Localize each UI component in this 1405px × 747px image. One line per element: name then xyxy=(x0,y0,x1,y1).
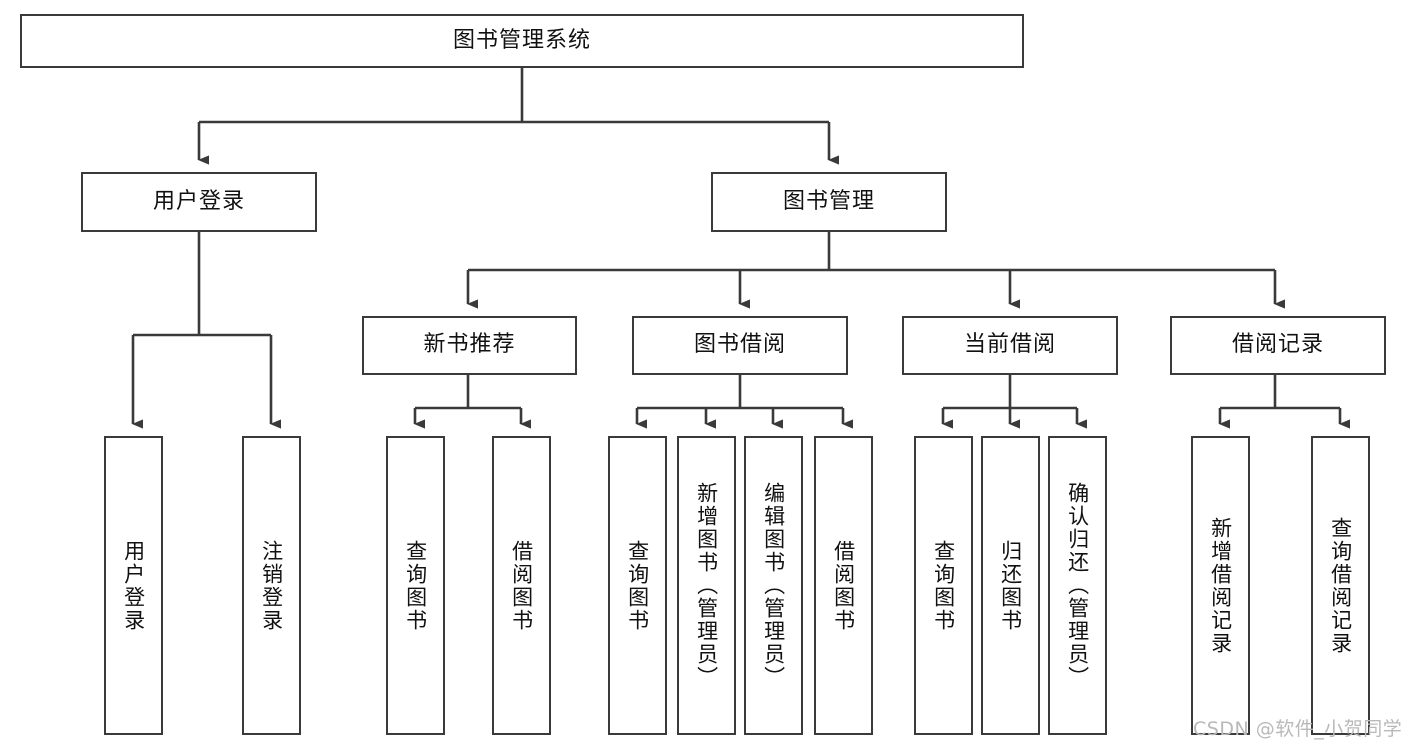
leaf-query-book-recommend[interactable]: 查询图书 xyxy=(386,436,445,735)
node-current-borrow[interactable]: 当前借阅 xyxy=(902,316,1118,375)
node-label: 注销登录 xyxy=(259,539,284,632)
node-label: 新书推荐 xyxy=(423,332,516,358)
node-label: 图书借阅 xyxy=(693,332,786,358)
csdn-watermark: CSDN @软件_小贺同学 xyxy=(1193,718,1403,740)
leaf-edit-book-admin[interactable]: 编辑图书（管理员） xyxy=(744,436,803,735)
leaf-logout-login[interactable]: 注销登录 xyxy=(242,436,301,735)
leaf-return-book[interactable]: 归还图书 xyxy=(981,436,1040,735)
node-label: 当前借阅 xyxy=(963,332,1056,358)
node-label: 查询图书 xyxy=(625,539,650,632)
node-root-book-management-system[interactable]: 图书管理系统 xyxy=(20,14,1024,68)
node-label: 查询借阅记录 xyxy=(1328,516,1353,655)
node-label: 图书管理 xyxy=(782,188,875,214)
node-label: 归还图书 xyxy=(998,539,1023,632)
node-label: 查询图书 xyxy=(931,539,956,632)
leaf-confirm-return-admin[interactable]: 确认归还（管理员） xyxy=(1048,436,1107,735)
node-book-borrow[interactable]: 图书借阅 xyxy=(632,316,848,375)
leaf-query-book-current[interactable]: 查询图书 xyxy=(914,436,973,735)
node-label: 新增借阅记录 xyxy=(1208,516,1233,655)
leaf-add-borrow-record[interactable]: 新增借阅记录 xyxy=(1191,436,1250,735)
leaf-user-login[interactable]: 用户登录 xyxy=(104,436,163,735)
node-label: 借阅图书 xyxy=(509,539,534,632)
node-new-book-recommend[interactable]: 新书推荐 xyxy=(362,316,577,375)
node-label: 新增图书（管理员） xyxy=(694,482,719,689)
node-label: 用户登录 xyxy=(152,188,245,214)
node-borrow-record[interactable]: 借阅记录 xyxy=(1170,316,1386,375)
node-book-management[interactable]: 图书管理 xyxy=(711,172,947,232)
node-label: 图书管理系统 xyxy=(452,27,591,53)
leaf-add-book-admin[interactable]: 新增图书（管理员） xyxy=(677,436,736,735)
leaf-query-book-borrow[interactable]: 查询图书 xyxy=(608,436,667,735)
node-label: 确认归还（管理员） xyxy=(1065,482,1090,689)
node-label: 编辑图书（管理员） xyxy=(761,482,786,689)
node-user-login[interactable]: 用户登录 xyxy=(81,172,317,232)
node-label: 查询图书 xyxy=(403,539,428,632)
node-label: 用户登录 xyxy=(121,539,146,632)
node-label: 借阅记录 xyxy=(1231,332,1324,358)
leaf-borrow-book[interactable]: 借阅图书 xyxy=(814,436,873,735)
leaf-borrow-book-recommend[interactable]: 借阅图书 xyxy=(492,436,551,735)
leaf-query-borrow-record[interactable]: 查询借阅记录 xyxy=(1311,436,1370,735)
node-label: 借阅图书 xyxy=(831,539,856,632)
